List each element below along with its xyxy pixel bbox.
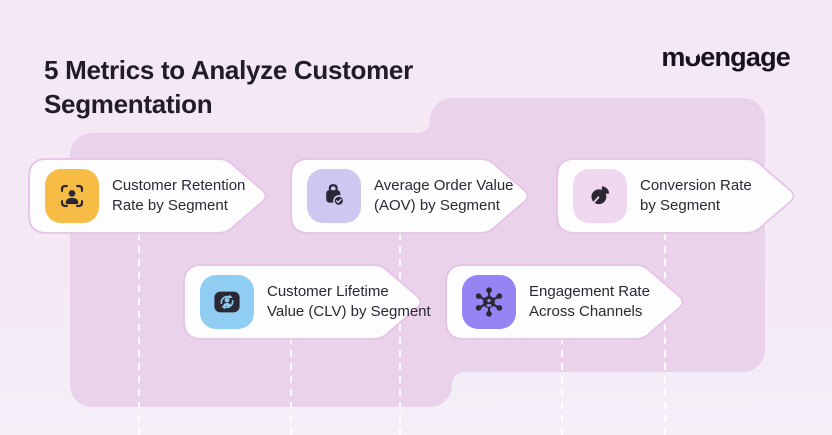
user-focus-icon <box>45 169 99 223</box>
card-label-line1: Conversion Rate <box>640 176 752 194</box>
card-label: Conversion Rate by Segment <box>640 176 752 217</box>
card-label: Customer Lifetime Value (CLV) by Segment <box>267 282 431 323</box>
pie-chart-icon <box>573 169 627 223</box>
card-customer-lifetime-value: Customer Lifetime Value (CLV) by Segment <box>183 264 431 340</box>
connector-line <box>561 337 563 435</box>
card-label-line1: Engagement Rate <box>529 282 650 300</box>
moengage-logo: moengage <box>661 42 790 73</box>
card-label-line2: Across Channels <box>529 303 643 320</box>
network-hub-icon <box>462 275 516 329</box>
card-label: Average Order Value (AOV) by Segment <box>374 176 514 217</box>
card-conversion-rate: Conversion Rate by Segment <box>556 158 801 234</box>
card-label-line1: Customer Lifetime <box>267 282 389 300</box>
connector-line <box>290 337 292 435</box>
connector-line <box>664 233 666 435</box>
card-label-line1: Customer Retention <box>112 176 246 194</box>
card-average-order-value: Average Order Value (AOV) by Segment <box>290 158 535 234</box>
connector-line <box>399 233 401 435</box>
connector-line <box>138 233 140 435</box>
logo-crescent-icon <box>685 51 699 57</box>
page-title-line1: 5 Metrics to Analyze Customer <box>44 55 413 86</box>
card-engagement-rate: Engagement Rate Across Channels <box>445 264 690 340</box>
page-title-line2: Segmentation <box>44 89 213 120</box>
card-customer-retention: Customer Retention Rate by Segment <box>28 158 273 234</box>
card-label-line2: Rate by Segment <box>112 197 228 214</box>
card-label-line2: (AOV) by Segment <box>374 197 500 214</box>
card-label-line2: by Segment <box>640 197 721 214</box>
customer-lifecycle-icon <box>200 275 254 329</box>
card-label: Engagement Rate Across Channels <box>529 282 650 323</box>
page-title: 5 Metrics to Analyze Customer Segmentati… <box>44 53 413 121</box>
card-label-line2: Value (CLV) by Segment <box>267 303 431 320</box>
moengage-logo-text: moengage <box>661 42 790 72</box>
shopping-bag-check-icon <box>307 169 361 223</box>
card-label: Customer Retention Rate by Segment <box>112 176 245 217</box>
card-label-line1: Average Order Value <box>374 176 514 194</box>
